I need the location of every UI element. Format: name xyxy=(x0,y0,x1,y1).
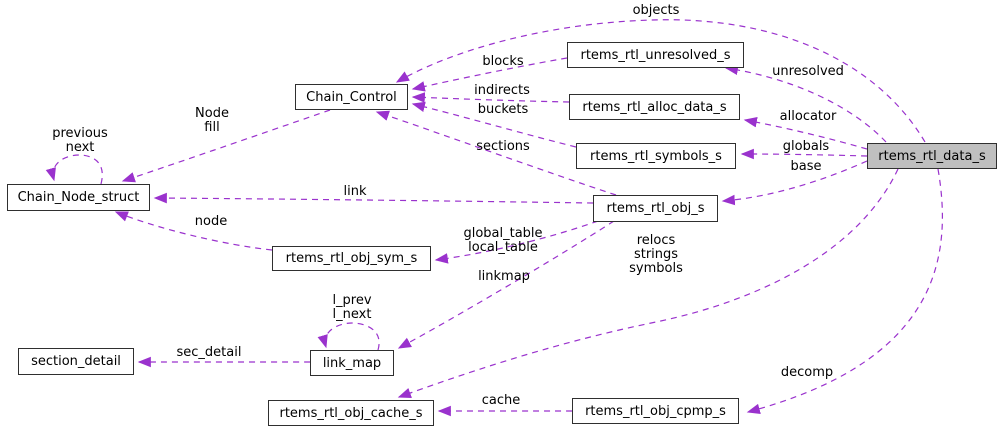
edge-label-link: link xyxy=(343,184,367,199)
edge-label-globals: globals xyxy=(782,139,830,154)
edge-unresolved xyxy=(724,64,887,143)
edge-label-sections: sections xyxy=(476,139,530,154)
edge-node-fill xyxy=(121,109,331,183)
edge-label-l-prev-l-next: l_prev l_next xyxy=(332,293,372,322)
edge-label-global-local-table: global_table local_table xyxy=(463,226,543,255)
node-chain-node-struct[interactable]: Chain_Node_struct xyxy=(7,184,150,211)
node-rtems-rtl-obj-s[interactable]: rtems_rtl_obj_s xyxy=(593,195,718,222)
edge-decomp xyxy=(746,168,943,415)
edge-label-sec-detail: sec_detail xyxy=(176,345,242,360)
edge-label-cache: cache xyxy=(481,393,521,408)
edge-globals xyxy=(740,148,868,160)
node-rtems-rtl-obj-cpmp-s[interactable]: rtems_rtl_obj_cpmp_s xyxy=(572,398,739,424)
edge-label-base: base xyxy=(790,159,822,174)
edge-base xyxy=(721,160,868,206)
node-rtems-rtl-obj-cache-s[interactable]: rtems_rtl_obj_cache_s xyxy=(268,400,434,426)
edge-l-prev-l-next-loop xyxy=(317,322,380,351)
edge-objects xyxy=(395,19,926,143)
edge-label-node: node xyxy=(194,214,228,229)
edge-label-blocks: blocks xyxy=(482,54,524,69)
edge-global-local-table xyxy=(434,220,599,264)
edge-link xyxy=(153,192,594,204)
edge-node xyxy=(114,211,273,251)
edge-label-relocs-strings-symbols: relocs strings symbols xyxy=(629,233,683,276)
edge-indirects xyxy=(411,92,570,103)
node-rtems-rtl-data-s: rtems_rtl_data_s xyxy=(867,143,997,169)
edge-label-previous-next: previous next xyxy=(52,126,108,155)
node-link-map[interactable]: link_map xyxy=(310,350,394,376)
edge-label-decomp: decomp xyxy=(780,365,834,380)
edge-label-unresolved: unresolved xyxy=(772,64,844,79)
node-rtems-rtl-alloc-data-s[interactable]: rtems_rtl_alloc_data_s xyxy=(569,94,740,120)
edge-label-indirects: indirects xyxy=(474,83,530,98)
node-rtems-rtl-obj-sym-s[interactable]: rtems_rtl_obj_sym_s xyxy=(272,246,431,271)
edge-blocks xyxy=(411,57,568,92)
edge-label-node-fill: Node fill xyxy=(195,106,229,135)
node-section-detail[interactable]: section_detail xyxy=(18,348,134,375)
edge-label-linkmap: linkmap xyxy=(478,269,530,284)
node-rtems-rtl-symbols-s[interactable]: rtems_rtl_symbols_s xyxy=(576,143,736,169)
node-rtems-rtl-unresolved-s[interactable]: rtems_rtl_unresolved_s xyxy=(567,42,744,68)
edge-label-objects: objects xyxy=(632,3,680,18)
node-chain-control[interactable]: Chain_Control xyxy=(295,84,408,110)
edge-sections xyxy=(375,110,617,196)
edge-allocator xyxy=(743,116,868,150)
edge-linkmap xyxy=(397,220,615,349)
edge-previous-next-loop xyxy=(45,154,103,185)
edge-label-buckets: buckets xyxy=(477,102,529,117)
edge-label-allocator: allocator xyxy=(779,109,837,124)
